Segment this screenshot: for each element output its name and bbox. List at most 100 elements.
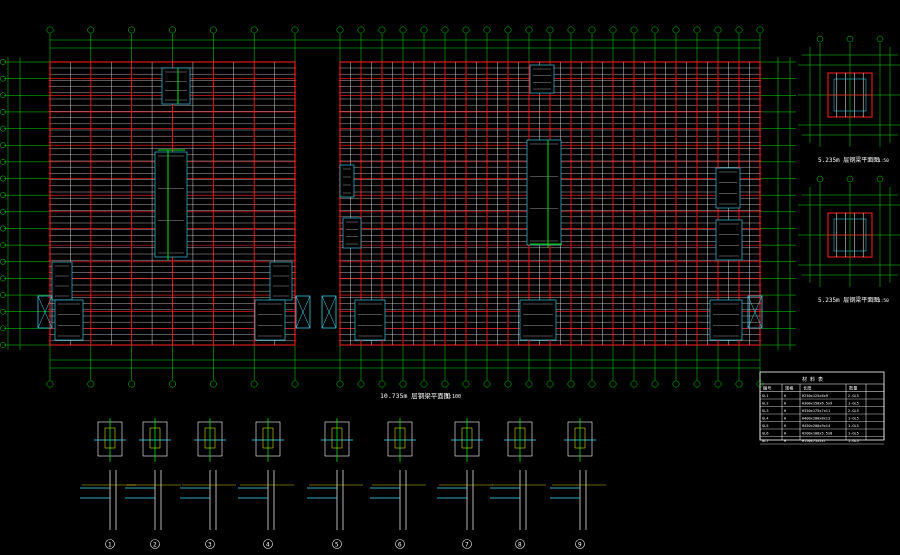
axis-bubble-bottom <box>693 380 701 388</box>
axis-bubble-bottom <box>46 380 54 388</box>
axis-bubble-bottom <box>378 380 386 388</box>
detail-marker-label: 5 <box>335 542 339 549</box>
side-plan-scale-lower: 1:50 <box>878 298 889 304</box>
side-opening <box>833 78 867 112</box>
detail-marker-bubble <box>150 539 160 549</box>
table-cell: H <box>784 417 786 421</box>
main-floor-plan <box>0 26 796 388</box>
detail-marker-label: 8 <box>518 542 522 549</box>
axis-bubble-bottom <box>588 380 596 388</box>
detail-plate <box>574 427 586 449</box>
floor-opening <box>161 67 191 105</box>
axis-bubble-bottom <box>462 380 470 388</box>
axis-bubble-bottom <box>525 380 533 388</box>
floor-opening <box>339 164 355 198</box>
axis-bubble-bottom <box>291 380 299 388</box>
side-plan-scale-upper: 1:50 <box>878 158 889 164</box>
table-header-cell: 长度 <box>803 385 812 392</box>
detail-marker-label: 2 <box>153 542 157 549</box>
detail-plate <box>514 427 526 449</box>
axis-bubble-top <box>250 26 258 34</box>
axis-bubble-left <box>0 75 6 82</box>
table-cell: 1-GL5 <box>848 432 859 436</box>
axis-bubble-left <box>0 242 6 248</box>
axis-bubble-bottom <box>336 380 344 388</box>
side-axis-bubble <box>876 35 884 43</box>
floor-opening <box>519 299 557 341</box>
axis-bubble-bottom <box>546 380 554 388</box>
detail-plate <box>149 427 161 449</box>
table-header-cell: 编号 <box>763 385 771 392</box>
axis-bubble-bottom <box>209 380 217 388</box>
table-cell: H250x125x6x9 <box>802 394 828 398</box>
detail-marker-bubble <box>575 539 585 549</box>
axis-bubble-left <box>0 258 6 265</box>
table-cell: 2-GL5 <box>848 394 859 398</box>
axis-bubble-top <box>525 26 533 34</box>
floor-opening <box>54 299 84 341</box>
axis-bubble-left <box>0 208 6 215</box>
table-cell: H <box>784 432 786 436</box>
side-axis-bubble <box>846 35 854 43</box>
detail-marker-label: 1 <box>108 542 112 549</box>
axis-bubble-top <box>462 26 470 34</box>
axis-bubble-top <box>87 26 95 34</box>
axis-bubble-top <box>693 26 701 34</box>
axis-bubble-top <box>441 26 449 34</box>
detail-marker-label: 4 <box>266 542 270 549</box>
axis-bubble-top <box>588 26 596 34</box>
side-axis-bubble <box>846 175 854 183</box>
axis-bubble-bottom <box>128 380 136 388</box>
detail-plate <box>331 427 343 449</box>
side-plan-title-lower: 5.235m 层钢梁平面图 <box>818 296 879 304</box>
axis-bubble-bottom <box>169 380 176 388</box>
floor-opening <box>254 299 286 341</box>
table-cell: 2-GL5 <box>848 409 859 413</box>
detail-marker-label: 6 <box>398 542 402 549</box>
axis-bubble-bottom <box>672 380 680 388</box>
detail-marker-bubble <box>263 539 273 549</box>
detail-marker-bubble <box>515 539 525 549</box>
axis-bubble-bottom <box>441 380 449 388</box>
axis-bubble-bottom <box>250 380 258 388</box>
detail-plate <box>461 427 473 449</box>
floor-opening <box>269 261 293 301</box>
axis-bubble-bottom <box>504 380 512 388</box>
axis-bubble-top <box>128 26 136 34</box>
axis-bubble-top <box>546 26 554 34</box>
table-header-cell: 规格 <box>785 385 794 392</box>
detail-plate <box>204 427 216 449</box>
axis-bubble-bottom <box>735 380 743 388</box>
axis-bubble-left <box>0 342 6 348</box>
table-cell: 1-GL5 <box>848 439 859 443</box>
side-floor-plans <box>798 35 900 287</box>
axis-bubble-bottom <box>357 380 365 388</box>
axis-bubble-top <box>336 26 344 34</box>
axis-bubble-left <box>0 125 6 132</box>
axis-bubble-bottom <box>399 380 407 388</box>
detail-marker-bubble <box>462 539 472 549</box>
stair-cross <box>37 295 53 329</box>
floor-opening <box>154 151 188 258</box>
axis-bubble-top <box>672 26 680 34</box>
detail-marker-bubble <box>105 539 115 549</box>
axis-bubble-left <box>0 92 6 99</box>
stair-cross <box>321 295 337 329</box>
table-cell: GL4 <box>762 417 769 421</box>
floor-opening <box>526 139 562 246</box>
axis-bubble-top <box>209 26 217 34</box>
axis-bubble-left <box>0 159 6 165</box>
table-cell: H <box>784 394 786 398</box>
table-cell: H <box>784 402 786 406</box>
side-axis-bubble <box>876 175 884 183</box>
axis-bubble-top <box>378 26 386 34</box>
stair-box <box>321 295 337 329</box>
stair-cross <box>295 295 311 329</box>
floor-opening <box>529 64 555 94</box>
table-cell: GL3 <box>762 409 769 413</box>
side-axis-bubble <box>816 35 824 43</box>
axis-bubble-top <box>357 26 365 34</box>
axis-bubble-top <box>483 26 491 34</box>
